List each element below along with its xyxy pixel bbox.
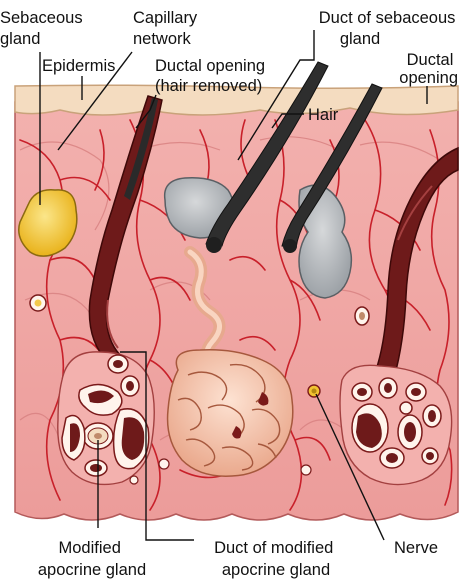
label-nerve: Nerve: [394, 539, 438, 557]
label-sebaceous-gland: Sebaceous gland: [0, 9, 87, 48]
label-modified-apocrine-gland: Modified apocrine gland: [38, 539, 146, 579]
label-hair: Hair: [308, 106, 339, 124]
label-epidermis: Epidermis: [42, 57, 115, 75]
label-ductal-opening: Ductal opening: [399, 51, 458, 87]
label-ductal-opening-hair-removed: Ductal opening (hair removed): [155, 57, 270, 95]
apocrine-gland-right: [340, 365, 452, 484]
nerve: [308, 385, 320, 397]
apocrine-gland-left: [58, 352, 154, 485]
label-duct-of-sebaceous-gland: Duct of sebaceous gland: [319, 9, 460, 48]
label-duct-of-modified-apocrine-gland: Duct of modified apocrine gland: [214, 539, 338, 579]
label-capillary-network: Capillary network: [133, 9, 202, 48]
apocrine-coil: [168, 350, 293, 476]
